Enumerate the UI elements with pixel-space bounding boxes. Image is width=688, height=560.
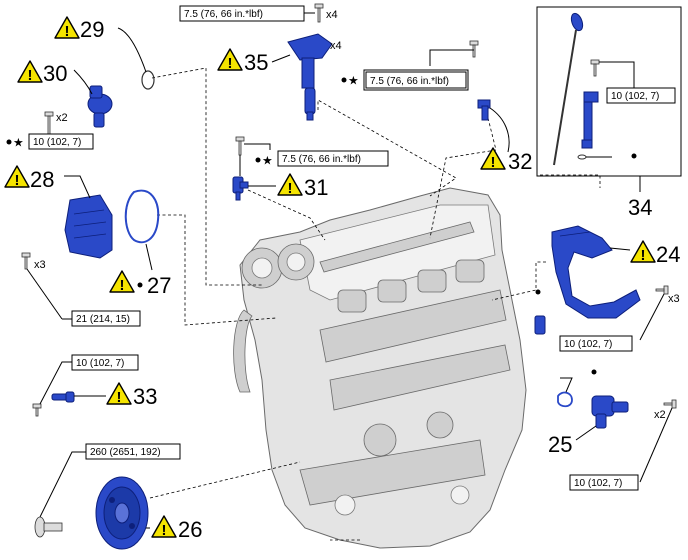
warning-icon xyxy=(630,240,656,265)
spec-35: 7.5 (76, 66 in.*lbf) xyxy=(184,9,263,20)
qty-x2-30: x2 xyxy=(56,112,68,124)
callout-24: 24 xyxy=(656,242,680,267)
assembly-leaders xyxy=(149,67,601,541)
part-35-ignition-coil[interactable] xyxy=(287,33,333,121)
part-25-thermostat-housing[interactable] xyxy=(557,391,629,429)
part-27-gasket[interactable] xyxy=(124,189,160,271)
part-29-o-ring[interactable] xyxy=(117,27,155,90)
part-31-sensor[interactable] xyxy=(232,176,249,201)
intake-ports xyxy=(337,259,485,313)
warning-icon xyxy=(17,60,43,85)
bolt-32 xyxy=(469,40,479,58)
dot-icon xyxy=(631,153,637,159)
spec-28: 21 (214, 15) xyxy=(76,314,130,325)
warning-icon xyxy=(106,382,132,407)
warning-icon xyxy=(277,173,303,198)
spec-34: 10 (102, 7) xyxy=(611,91,659,102)
part-24-coolant-pipe[interactable] xyxy=(534,225,641,335)
qty-x4-35-coil: x4 xyxy=(330,40,342,52)
spec-26: 260 (2651, 192) xyxy=(90,447,161,458)
warning-icon xyxy=(151,515,177,540)
bolt-33 xyxy=(32,403,42,417)
bolt-25 xyxy=(663,399,677,409)
spec-31: 7.5 (76, 66 in.*lbf) xyxy=(282,154,361,165)
callout-33: 33 xyxy=(133,384,157,409)
callout-28: 28 xyxy=(30,167,54,192)
warning-icon xyxy=(4,165,30,190)
part-28-timing-cover[interactable] xyxy=(64,175,113,259)
callout-25: 25 xyxy=(548,432,572,457)
callout-32: 32 xyxy=(508,149,532,174)
qty-x4-35-bolt: x4 xyxy=(326,9,338,21)
dot-star-icon xyxy=(6,135,24,150)
bolt-31 xyxy=(235,136,245,156)
spec-24: 10 (102, 7) xyxy=(564,339,612,350)
part-30-sensor[interactable] xyxy=(73,69,113,128)
dipstick-guide xyxy=(581,91,599,149)
dot-icon xyxy=(591,369,597,375)
part-26-crank-pulley[interactable] xyxy=(95,476,149,550)
bolt-35 xyxy=(314,3,324,23)
engine-block xyxy=(233,187,527,549)
qty-x3-24: x3 xyxy=(668,293,680,305)
spec-33: 10 (102, 7) xyxy=(76,358,124,369)
part-33-sensor[interactable] xyxy=(51,391,75,403)
callout-29: 29 xyxy=(80,17,104,42)
bolt-28 xyxy=(21,252,31,270)
callout-26: 26 xyxy=(178,517,202,542)
dipstick xyxy=(553,12,584,166)
part-34-dipstick-group[interactable]: 10 (102, 7) xyxy=(536,6,682,192)
bolt-30 xyxy=(44,111,54,135)
spec-25: 10 (102, 7) xyxy=(574,478,622,489)
callout-30: 30 xyxy=(43,61,67,86)
dot-icon xyxy=(137,282,143,288)
bolt-24 xyxy=(655,285,669,295)
qty-x3-28: x3 xyxy=(34,259,46,271)
warning-icon xyxy=(109,270,135,295)
dot-star-icon xyxy=(341,73,359,88)
callout-35: 35 xyxy=(244,50,268,75)
qty-x2-25: x2 xyxy=(654,409,666,421)
bolt-26 xyxy=(34,516,63,538)
callout-31: 31 xyxy=(304,175,328,200)
callout-27: 27 xyxy=(147,273,171,298)
spec-32: 7.5 (76, 66 in.*lbf) xyxy=(370,76,449,87)
dot-star-icon xyxy=(255,153,273,168)
callout-34: 34 xyxy=(628,195,652,220)
bolt-34 xyxy=(590,59,600,77)
spec-30: 10 (102, 7) xyxy=(33,137,81,148)
part-32-sensor[interactable] xyxy=(477,99,491,121)
warning-icon xyxy=(217,48,243,73)
dot-icon xyxy=(535,289,541,295)
warning-icon xyxy=(54,16,80,41)
